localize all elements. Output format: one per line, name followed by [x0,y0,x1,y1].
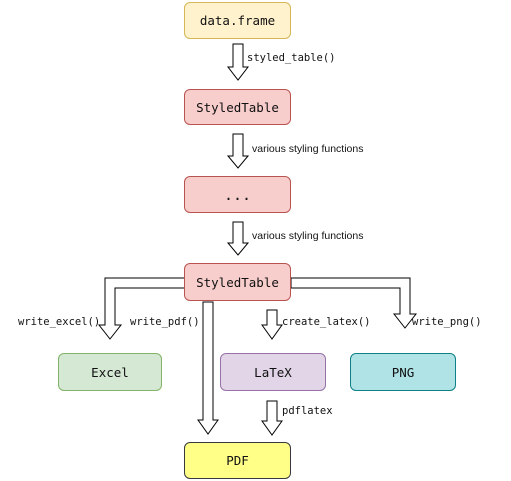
edge-label-write-pdf: write_pdf() [130,316,200,328]
edge-label-pdflatex: pdflatex [282,405,333,417]
node-styledtable-2: StyledTable [184,263,291,301]
node-data-frame: data.frame [184,2,291,39]
node-ellipsis: ... [184,176,291,213]
arrow-styledtable-to-latex [261,309,283,340]
arrow-styledtable-to-ellipsis [226,133,250,169]
edge-label-styling-1: various styling functions [252,143,364,155]
arrow-latex-to-pdf [261,400,283,436]
edge-label-create-latex: create_latex() [282,316,371,328]
edge-label-styling-2: various styling functions [252,230,364,242]
node-latex: LaTeX [220,353,326,391]
edge-label-styled-table: styled_table() [247,52,336,64]
arrow-styledtable-to-png [290,277,418,329]
arrow-styledtable-to-excel [97,277,187,340]
node-styledtable-1: StyledTable [184,89,291,125]
node-png: PNG [350,353,456,391]
edge-label-write-png: write_png() [412,316,482,328]
edge-label-write-excel: write_excel() [18,316,101,328]
arrow-styledtable-to-pdf [197,301,219,435]
arrow-data-frame-to-styledtable [226,43,250,81]
node-pdf: PDF [184,442,291,479]
arrow-ellipsis-to-styledtable [226,221,250,256]
node-excel: Excel [58,353,162,391]
